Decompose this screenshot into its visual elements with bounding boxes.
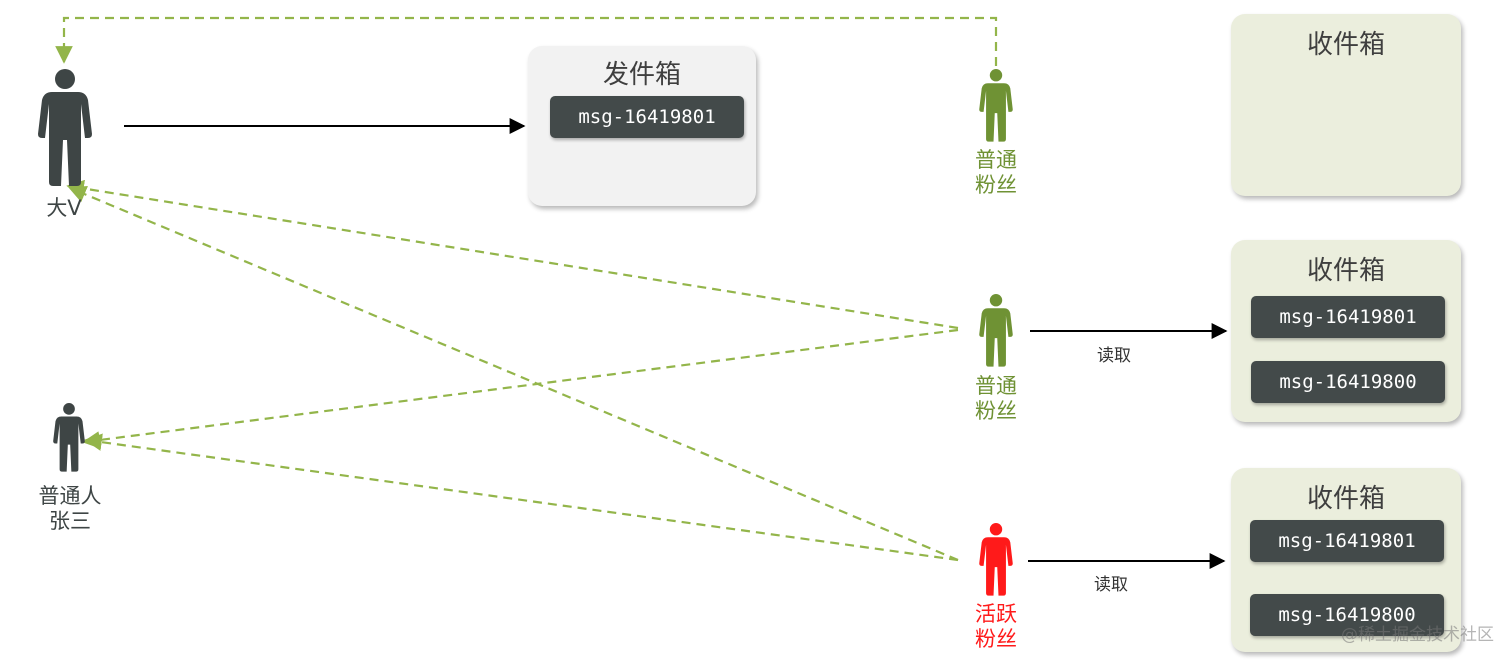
top-fan-label-line1: 普通 <box>975 148 1017 172</box>
normal-user-label: 普通人 张三 <box>20 484 120 534</box>
top-fan-figure <box>978 68 1014 142</box>
person-icon <box>979 294 1013 367</box>
outbox: 发件箱 msg-16419801 <box>528 46 756 206</box>
watermark: @稀土掘金技术社区 <box>1341 625 1494 645</box>
active-fan-label-line2: 粉丝 <box>975 627 1017 651</box>
inbox-bottom-message-2: msg-16419800 <box>1250 594 1444 636</box>
inbox-bottom: 收件箱 msg-16419801 msg-16419800 <box>1231 468 1461 652</box>
middle-fan-label-line1: 普通 <box>975 374 1017 398</box>
outbox-message: msg-16419801 <box>550 96 744 138</box>
influencer-label-text: 大V <box>46 196 82 220</box>
follow-link-top-fan-to-influencer <box>55 16 998 66</box>
inbox-middle-title: 收件箱 <box>1306 256 1385 286</box>
inbox-middle-message-2: msg-16419800 <box>1251 361 1445 403</box>
active-fan-label-line1: 活跃 <box>975 602 1017 626</box>
follow-link-middle-fan-to-influencer <box>66 179 959 330</box>
person-icon <box>979 523 1013 596</box>
influencer-figure <box>36 68 94 186</box>
middle-fan-label-line2: 粉丝 <box>975 399 1017 423</box>
read-label-middle: 读取 <box>1097 346 1131 366</box>
inbox-top-title: 收件箱 <box>1306 30 1385 60</box>
read-label-active: 读取 <box>1094 575 1128 595</box>
top-fan-label-line2: 粉丝 <box>975 173 1017 197</box>
middle-fan-label: 普通 粉丝 <box>956 374 1036 424</box>
inbox-bottom-message-1: msg-16419801 <box>1250 520 1444 562</box>
active-fan-figure <box>978 522 1014 596</box>
top-fan-label: 普通 粉丝 <box>956 148 1036 198</box>
person-icon <box>53 403 85 472</box>
normal-user-figure <box>52 400 86 474</box>
person-icon <box>38 69 92 186</box>
inbox-bottom-title: 收件箱 <box>1306 484 1385 514</box>
outbox-title: 发件箱 <box>602 60 681 90</box>
active-fan-label: 活跃 粉丝 <box>956 602 1036 652</box>
normal-user-label-line2: 张三 <box>49 509 91 533</box>
influencer-label: 大V <box>34 196 94 221</box>
inbox-top: 收件箱 <box>1231 14 1461 196</box>
follow-link-middle-fan-to-normal-user <box>82 328 959 449</box>
inbox-middle: 收件箱 msg-16419801 msg-16419800 <box>1231 240 1461 422</box>
follow-link-active-fan-to-influencer <box>68 186 959 562</box>
middle-fan-figure <box>978 293 1014 367</box>
follow-link-active-fan-to-normal-user <box>84 433 959 562</box>
inbox-middle-message-1: msg-16419801 <box>1251 296 1445 338</box>
normal-user-label-line1: 普通人 <box>38 484 102 508</box>
person-icon <box>979 69 1013 142</box>
